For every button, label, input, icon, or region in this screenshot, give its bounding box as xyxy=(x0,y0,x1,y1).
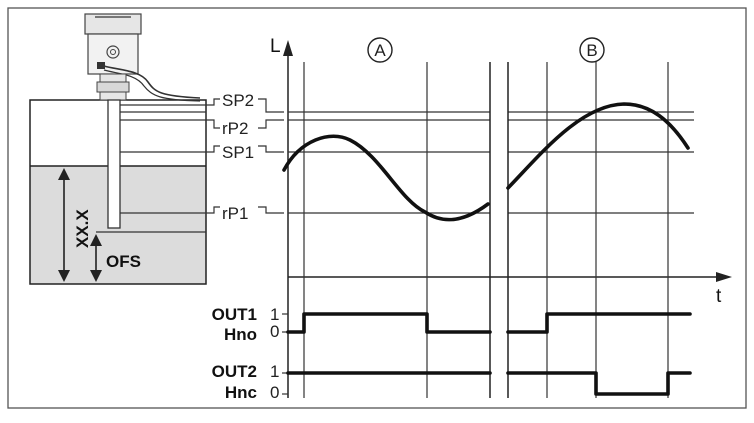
offset-label: OFS xyxy=(106,252,141,271)
level-label-sp1: SP1 xyxy=(222,143,254,162)
out2-high: 1 xyxy=(270,362,279,381)
sensor-cable xyxy=(103,65,201,99)
panel-a-label: A xyxy=(374,41,386,60)
out2-mode: Hnc xyxy=(225,383,257,402)
level-curve-b xyxy=(506,102,690,190)
level-label-rp1: rP1 xyxy=(222,204,248,223)
level-curve-a xyxy=(282,134,490,222)
output-labels: OUT1 Hno 1 0 OUT2 Hnc 1 0 xyxy=(212,305,280,402)
sensor-connector xyxy=(97,62,105,69)
panel-b-marker xyxy=(579,37,605,63)
out2-low: 0 xyxy=(270,383,279,402)
range-label: XX.X xyxy=(73,209,92,248)
out1-signal-b xyxy=(506,312,692,334)
out1-signal-a xyxy=(286,312,492,334)
panel-b-label: B xyxy=(586,41,597,60)
out1-high: 1 xyxy=(270,305,279,324)
level-chart: L t A B xyxy=(270,36,732,398)
level-label-sp2: SP2 xyxy=(222,91,254,110)
sensor-button-icon xyxy=(106,45,120,59)
tank-illustration: XX.X OFS xyxy=(29,13,207,285)
out1-mode: Hno xyxy=(224,325,257,344)
out1-low: 0 xyxy=(270,322,279,341)
panel-a-marker xyxy=(367,37,393,63)
out1-name: OUT1 xyxy=(212,305,257,324)
out2-signal-b xyxy=(506,371,692,396)
x-axis-label: t xyxy=(716,286,722,307)
out2-name: OUT2 xyxy=(212,362,257,381)
outer-frame xyxy=(7,7,747,409)
y-axis-label: L xyxy=(270,36,281,57)
output-signals xyxy=(282,312,692,396)
sensor-probe xyxy=(107,99,121,229)
setpoint-labels: SP2 rP2 SP1 rP1 xyxy=(206,91,284,223)
sensor-neck xyxy=(99,73,127,83)
level-label-rp2: rP2 xyxy=(222,119,248,138)
sensor-nut xyxy=(96,81,130,93)
